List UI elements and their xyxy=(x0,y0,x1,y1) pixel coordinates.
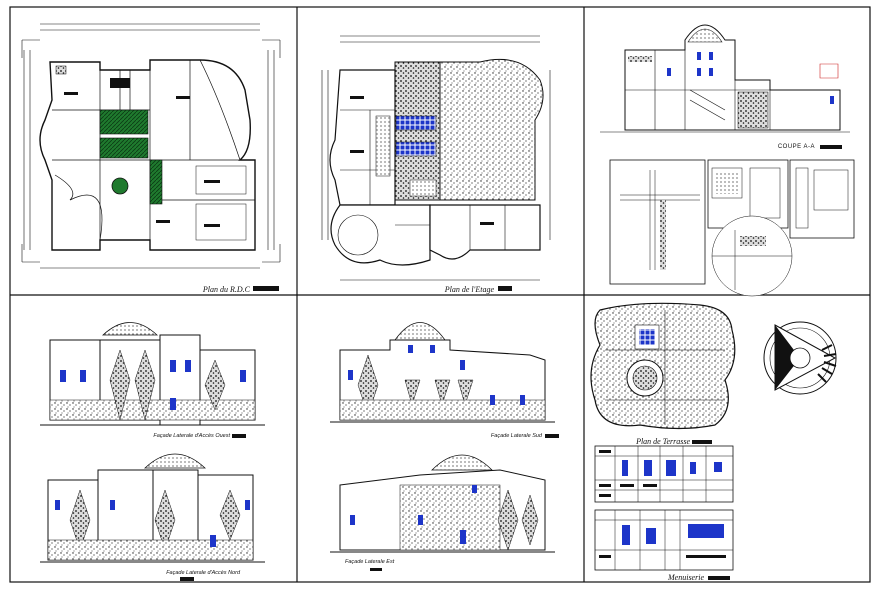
compass-icon xyxy=(763,321,837,395)
section-panel: COUPE A-A xyxy=(600,24,855,297)
north-facade: Façade Laterale d'Accès Nord xyxy=(40,453,265,581)
south-facade-title: Façade Laterale Sud xyxy=(491,433,543,439)
joinery-title: Menuiserie xyxy=(667,573,704,582)
ground-floor-plan-title: Plan du R.D.C xyxy=(202,285,251,294)
first-floor-plan-title: Plan de l'Etage xyxy=(444,285,495,294)
west-facade-title: Façade Laterale d'Accès Ouest xyxy=(153,433,230,439)
joinery-schedule: Menuiserie xyxy=(594,445,734,582)
section-title: COUPE A-A xyxy=(778,144,815,150)
north-facade-title: Façade Laterale d'Accès Nord xyxy=(166,570,241,576)
south-facade: Façade Laterale Sud xyxy=(330,322,559,439)
terrace-plan: Plan de Terrasse xyxy=(590,302,736,446)
first-floor-plan: Plan de l'Etage xyxy=(321,35,551,294)
sheet-frame xyxy=(9,6,871,583)
construction-details xyxy=(609,159,855,285)
west-facade: Façade Laterale d'Accès Ouest xyxy=(40,322,265,439)
east-facade-title: Façade Laterale Est xyxy=(345,559,395,565)
ground-floor-plan: Plan du R.D.C xyxy=(21,23,281,294)
terrace-plan-title: Plan de Terrasse xyxy=(635,437,690,446)
east-facade: Façade Laterale Est xyxy=(330,454,555,571)
